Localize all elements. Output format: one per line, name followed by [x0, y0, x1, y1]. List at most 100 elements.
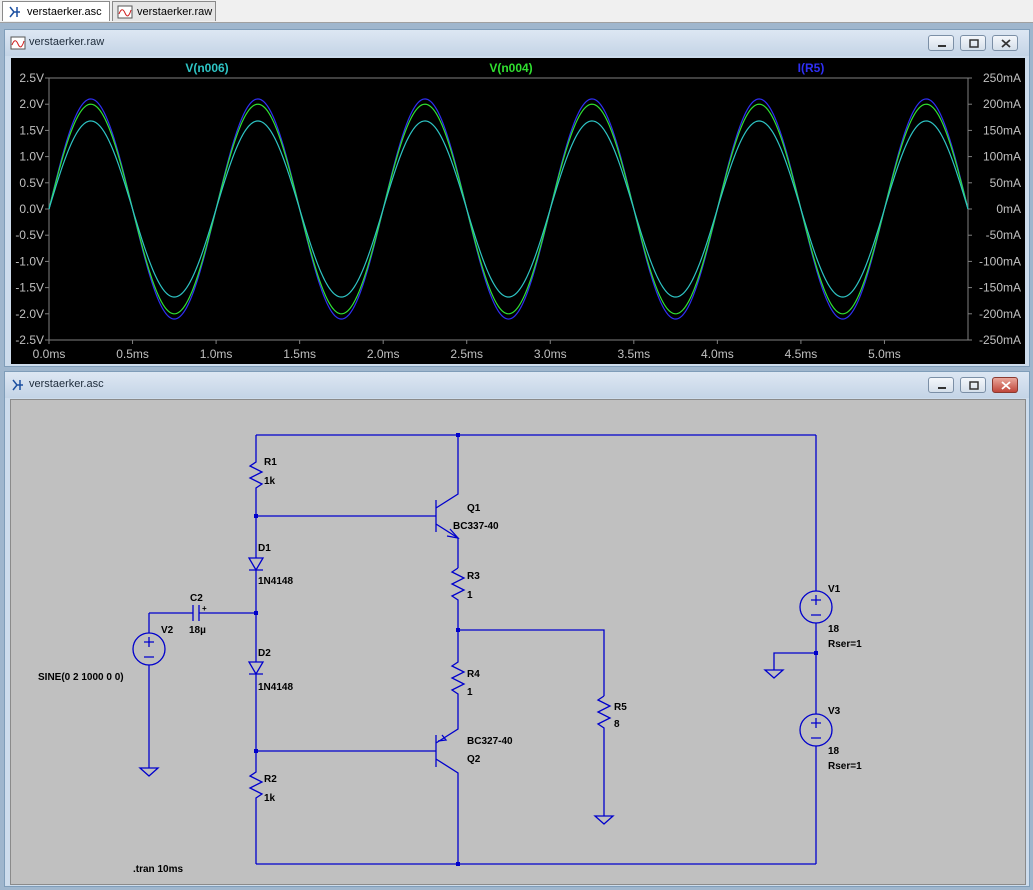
- waveform-window: verstaerker.raw 2.5V 2.0V 1.5V 1.0V 0.5V 0.0V…: [4, 29, 1030, 367]
- schematic-icon: [12, 379, 23, 391]
- tab-verstaerker-raw[interactable]: verstaerker.raw: [112, 1, 216, 21]
- trace-vn004[interactable]: [48, 103, 969, 315]
- x-tick-label: 3.0ms: [534, 347, 567, 361]
- label-v3: V3: [828, 706, 841, 717]
- y-tick-label-left: 1.0V: [19, 150, 44, 164]
- value-c2: 18µ: [189, 625, 206, 636]
- transistor-q2[interactable]: [435, 720, 459, 864]
- resistor-r1[interactable]: [248, 454, 264, 516]
- diode-d1[interactable]: [247, 557, 265, 572]
- y-tick-label-left: -1.5V: [15, 281, 44, 295]
- value-r1: 1k: [264, 476, 276, 487]
- resistor-r3[interactable]: [450, 567, 466, 630]
- source-polarity: [144, 637, 154, 658]
- value-r3: 1: [467, 590, 473, 601]
- restore-icon: [969, 39, 979, 48]
- resistor-r4[interactable]: [450, 630, 466, 720]
- y-tick-label-left: -2.5V: [15, 333, 44, 347]
- junction-dot: [456, 862, 460, 866]
- waveform-icon: [10, 36, 26, 50]
- y-tick-label-right: 50mA: [990, 176, 1021, 190]
- x-tick-label: 0.5ms: [116, 347, 149, 361]
- value-q1: BC337-40: [453, 521, 499, 532]
- schematic-window-titlebar[interactable]: verstaerker.asc: [5, 372, 1029, 398]
- y-tick-label-left: 2.5V: [19, 71, 44, 85]
- restore-button[interactable]: [960, 377, 986, 393]
- capacitor-plus: +: [202, 604, 207, 613]
- x-tick-label: 2.0ms: [367, 347, 400, 361]
- x-tick-label: 2.5ms: [450, 347, 483, 361]
- plot-frame: [48, 77, 969, 341]
- ground-symbol: [138, 767, 160, 777]
- document-tab-bar: verstaerker.asc verstaerker.raw: [0, 0, 1033, 23]
- waveform-icon: [117, 5, 133, 19]
- resistor-r2[interactable]: [248, 751, 264, 864]
- tab-label: verstaerker.asc: [27, 6, 102, 18]
- diode-d2[interactable]: [247, 661, 265, 676]
- y-tick-label-left: 0.0V: [19, 202, 44, 216]
- label-r4: R4: [467, 669, 480, 680]
- value-v2: SINE(0 2 1000 0 0): [38, 672, 124, 683]
- y-tick-label-left: 0.5V: [19, 176, 44, 190]
- trace-header-vn004[interactable]: V(n004): [489, 61, 532, 75]
- label-d2: D2: [258, 648, 271, 659]
- label-q1: Q1: [467, 503, 481, 514]
- trace-header-vn006[interactable]: V(n006): [185, 61, 228, 75]
- junction-dot: [254, 514, 258, 518]
- y-tick-label-left: 2.0V: [19, 97, 44, 111]
- transistor-q1[interactable]: [435, 435, 459, 568]
- label-v2: V2: [161, 625, 174, 636]
- ground-symbol: [763, 669, 785, 679]
- label-c2: C2: [190, 593, 203, 604]
- tab-label: verstaerker.raw: [137, 6, 213, 18]
- plot-canvas[interactable]: 2.5V2.0V1.5V1.0V0.5V0.0V-0.5V-1.0V-1.5V-…: [11, 58, 1025, 364]
- x-tick-label: 4.0ms: [701, 347, 734, 361]
- x-tick-label: 4.5ms: [785, 347, 818, 361]
- window-title: verstaerker.asc: [29, 378, 104, 390]
- capacitor-c2[interactable]: [149, 605, 256, 621]
- y-tick-label-right: -50mA: [986, 228, 1021, 242]
- label-r3: R3: [467, 571, 480, 582]
- x-tick-label: 1.5ms: [283, 347, 316, 361]
- value-d1: 1N4148: [258, 576, 293, 587]
- source-polarity: [811, 718, 821, 739]
- label-r5: R5: [614, 702, 627, 713]
- resistor-r5[interactable]: [596, 695, 612, 816]
- trace-header-ir5[interactable]: I(R5): [798, 61, 825, 75]
- value-r2: 1k: [264, 793, 276, 804]
- spice-directive[interactable]: .tran 10ms: [133, 864, 183, 875]
- wire: [458, 629, 605, 696]
- value-q2: BC327-40: [467, 736, 513, 747]
- tab-verstaerker-asc[interactable]: verstaerker.asc: [2, 1, 110, 21]
- restore-icon: [969, 381, 979, 390]
- schematic-drawing[interactable]: R1 1k D1 1N4148 C2 + 18µ V2 SINE(0 2 100…: [11, 400, 1025, 884]
- minimize-button[interactable]: [928, 35, 954, 51]
- x-tick-label: 0.0ms: [33, 347, 66, 361]
- emitter-arrow: [446, 528, 460, 539]
- close-button[interactable]: [992, 35, 1018, 51]
- value-r4: 1: [467, 687, 473, 698]
- close-button[interactable]: [992, 377, 1018, 393]
- restore-button[interactable]: [960, 35, 986, 51]
- schematic-canvas[interactable]: R1 1k D1 1N4148 C2 + 18µ V2 SINE(0 2 100…: [10, 399, 1026, 885]
- x-tick-label: 5.0ms: [868, 347, 901, 361]
- label-r2: R2: [264, 774, 277, 785]
- trace-ir5[interactable]: [48, 98, 969, 320]
- schematic-window: verstaerker.asc: [4, 371, 1030, 887]
- junction-dot: [456, 433, 460, 437]
- y-tick-label-right: 0mA: [996, 202, 1021, 216]
- y-tick-label-left: 1.5V: [19, 123, 44, 137]
- waveform-window-titlebar[interactable]: verstaerker.raw: [5, 30, 1029, 56]
- label-v1: V1: [828, 584, 841, 595]
- close-icon: [1001, 381, 1011, 390]
- value-r5: 8: [614, 719, 620, 730]
- value-v1: 18: [828, 624, 840, 635]
- minimize-button[interactable]: [928, 377, 954, 393]
- junction-dot: [814, 651, 818, 655]
- trace-vn006[interactable]: [48, 120, 969, 298]
- emitter-arrow: [437, 734, 448, 742]
- close-icon: [1001, 39, 1011, 48]
- wire: [773, 652, 816, 670]
- value-v3: 18: [828, 746, 840, 757]
